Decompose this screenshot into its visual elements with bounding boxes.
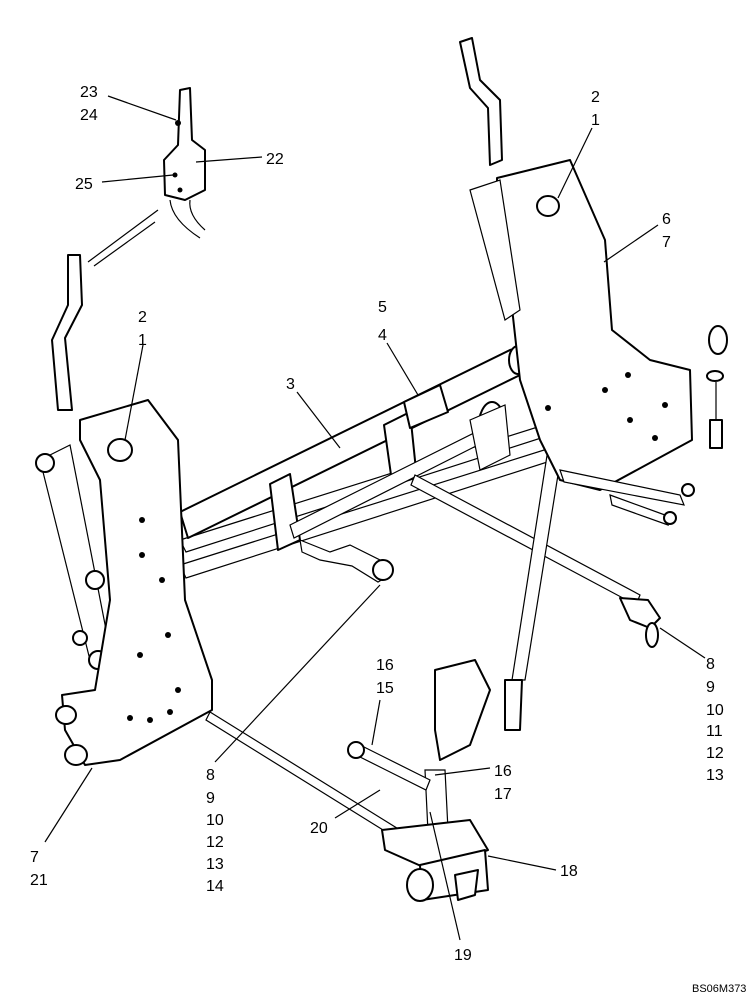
callout-15: 15 <box>376 680 394 697</box>
callout-12-right: 12 <box>706 745 724 762</box>
callout-20: 20 <box>310 820 328 837</box>
drawing-code: BS06M373 <box>692 983 746 995</box>
callout-13-left: 13 <box>206 856 224 873</box>
callout-8-right: 8 <box>706 656 715 673</box>
callout-18: 18 <box>560 863 578 880</box>
callout-16-lower: 16 <box>494 763 512 780</box>
callout-14-left: 14 <box>206 878 224 895</box>
callout-9-right: 9 <box>706 679 715 696</box>
callout-7-right: 7 <box>662 234 671 251</box>
callout-21: 21 <box>30 872 48 889</box>
callout-3: 3 <box>286 376 295 393</box>
callout-5: 5 <box>378 299 387 316</box>
callout-7-left: 7 <box>30 849 39 866</box>
callout-4: 4 <box>378 327 387 344</box>
callout-labels: 23 24 22 25 2 1 6 7 2 1 5 4 3 8 9 10 11 … <box>30 84 724 964</box>
callout-1-right: 1 <box>591 112 600 129</box>
callout-6: 6 <box>662 211 671 228</box>
callout-24: 24 <box>80 107 98 124</box>
callout-2-left: 2 <box>138 309 147 326</box>
callout-13-right: 13 <box>706 767 724 784</box>
callout-8-left: 8 <box>206 767 215 784</box>
callout-10-right: 10 <box>706 702 724 719</box>
callout-11-right: 11 <box>706 723 723 740</box>
callout-25: 25 <box>75 176 93 193</box>
callout-22: 22 <box>266 151 284 168</box>
callout-1-left: 1 <box>138 332 147 349</box>
mechanism-drawing <box>35 37 728 902</box>
callout-16-upper: 16 <box>376 657 394 674</box>
callout-10-left: 10 <box>206 812 224 829</box>
callout-23: 23 <box>80 84 98 101</box>
callout-9-left: 9 <box>206 790 215 807</box>
callout-19: 19 <box>454 947 472 964</box>
leader-lines <box>44 95 706 941</box>
callout-12-left: 12 <box>206 834 224 851</box>
callout-2-right: 2 <box>591 89 600 106</box>
callout-17: 17 <box>494 786 512 803</box>
